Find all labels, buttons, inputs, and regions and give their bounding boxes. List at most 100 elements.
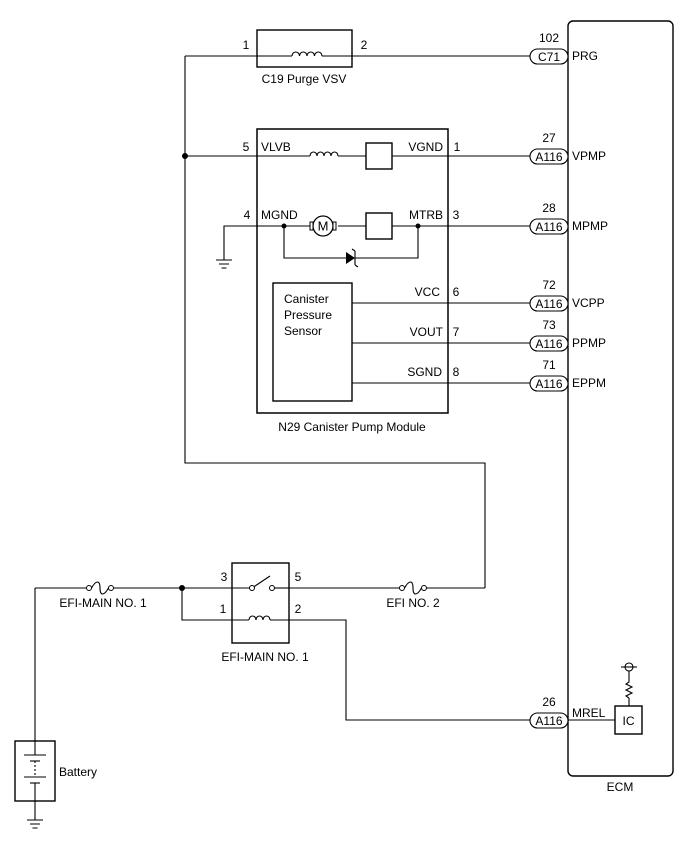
relay-contact bbox=[269, 585, 275, 591]
pump-module-label: N29 Canister Pump Module bbox=[278, 420, 426, 434]
relay-switch-blade bbox=[251, 575, 271, 589]
connector-oval bbox=[529, 375, 569, 392]
fuse-efi-main: EFI-MAIN NO. 1 bbox=[59, 581, 147, 610]
sensor-label-line2: Pressure bbox=[284, 308, 332, 322]
connector-code: A116 bbox=[535, 337, 562, 351]
connector-oval bbox=[529, 712, 569, 729]
pin-name: SGND bbox=[407, 365, 442, 379]
ecm-terminal-prg: C71 102 PRG bbox=[529, 31, 598, 65]
pin-name: VLVB bbox=[261, 140, 291, 154]
ground-icon bbox=[27, 810, 43, 829]
relay-contact bbox=[249, 585, 255, 591]
terminal-number: 102 bbox=[539, 31, 559, 45]
vsv-pin-2: 2 bbox=[361, 38, 368, 52]
terminal-number: 26 bbox=[542, 695, 556, 709]
fuse-terminal bbox=[399, 585, 405, 591]
terminal-name: VPMP bbox=[572, 149, 606, 163]
relay-label: EFI-MAIN NO. 1 bbox=[221, 650, 309, 664]
connector-code: A116 bbox=[535, 297, 562, 311]
connector-oval bbox=[529, 335, 569, 352]
ground-icon bbox=[216, 259, 232, 269]
fuse-efi-no2: EFI NO. 2 bbox=[386, 581, 440, 610]
pin-name: VGND bbox=[408, 140, 443, 154]
terminal-name: MREL bbox=[572, 706, 606, 720]
terminal-number: 71 bbox=[542, 358, 556, 372]
wires bbox=[34, 55, 634, 745]
purge-vsv-box bbox=[256, 29, 353, 68]
ic-label: IC bbox=[623, 714, 635, 728]
ecm-terminal-vcpp: A116 72 VCPP bbox=[529, 278, 605, 312]
resistor-symbol bbox=[624, 677, 634, 699]
coil-icon bbox=[248, 615, 271, 621]
sensor-label-line3: Sensor bbox=[284, 324, 322, 338]
diode-icon bbox=[346, 252, 355, 264]
ecm-terminal-eppm: A116 71 EPPM bbox=[529, 358, 606, 392]
pin-num: 5 bbox=[243, 140, 250, 154]
junction-dot bbox=[179, 585, 185, 591]
ground-bars bbox=[27, 810, 43, 829]
motor-symbol: M bbox=[318, 219, 329, 234]
relay-pin-2: 2 bbox=[295, 602, 302, 616]
terminal-name: EPPM bbox=[572, 376, 606, 390]
relay-pin-3: 3 bbox=[221, 570, 228, 584]
fuse-terminal bbox=[108, 585, 114, 591]
coil-icon bbox=[291, 51, 323, 57]
sensor-label-line1: Canister bbox=[284, 292, 329, 306]
pin-num: 1 bbox=[454, 140, 461, 154]
purge-vsv: 1 2 C19 Purge VSV bbox=[243, 29, 368, 86]
wire-mrel bbox=[289, 619, 530, 721]
pin-num: 8 bbox=[453, 365, 460, 379]
wire-mgnd bbox=[223, 225, 310, 260]
pin-name: MGND bbox=[261, 208, 298, 222]
wire-diode-right bbox=[355, 226, 419, 259]
junction-dot bbox=[415, 223, 421, 229]
ecm-box bbox=[567, 20, 674, 777]
wire-relay-coil-feed bbox=[181, 588, 232, 621]
efi-main-relay: 3 5 1 2 EFI-MAIN NO. 1 bbox=[220, 562, 309, 664]
canister-pump-module: M Canister Pressure Sensor 5 VLVB 1 VGND… bbox=[243, 128, 461, 434]
connector-code: A116 bbox=[535, 714, 562, 728]
ecm-terminal-vpmp: A116 27 VPMP bbox=[529, 131, 606, 165]
terminal-name: VCPP bbox=[572, 296, 605, 310]
ecm-terminal-mrel: A116 26 MREL bbox=[529, 695, 606, 729]
pin-num: 4 bbox=[244, 208, 251, 222]
terminal-number: 72 bbox=[542, 278, 556, 292]
junction-dot bbox=[281, 223, 287, 229]
zener-bar bbox=[351, 248, 359, 268]
vsv-pin-1: 1 bbox=[243, 38, 250, 52]
terminal-name: MPMP bbox=[572, 219, 608, 233]
pin-num: 6 bbox=[453, 285, 460, 299]
fuse-terminal bbox=[86, 585, 92, 591]
pump-module-box bbox=[256, 128, 449, 414]
purge-vsv-label: C19 Purge VSV bbox=[262, 72, 347, 86]
terminal-number: 28 bbox=[542, 201, 556, 215]
wire-trunk bbox=[184, 56, 486, 588]
connector-code: A116 bbox=[535, 150, 562, 164]
pin-num: 7 bbox=[453, 325, 460, 339]
fuse-icon bbox=[404, 581, 422, 595]
terminal-name: PRG bbox=[572, 49, 598, 63]
pressure-sensor-box bbox=[272, 282, 353, 402]
connector-code: A116 bbox=[535, 377, 562, 391]
junction-dot bbox=[182, 153, 188, 159]
ecm-label: ECM bbox=[607, 780, 634, 794]
fuse-terminal bbox=[421, 585, 427, 591]
coil-icon bbox=[309, 151, 339, 157]
pin-name: VCC bbox=[415, 285, 441, 299]
pin-name: VOUT bbox=[410, 325, 444, 339]
ground-bars bbox=[216, 259, 232, 269]
connector-oval bbox=[529, 295, 569, 312]
terminal-name: PPMP bbox=[572, 336, 606, 350]
motor-switch-box bbox=[365, 212, 393, 240]
fuse-efi-main-label: EFI-MAIN NO. 1 bbox=[59, 596, 147, 610]
terminal-number: 27 bbox=[542, 131, 556, 145]
connector-oval bbox=[529, 48, 569, 65]
ecm-terminal-mpmp: A116 28 MPMP bbox=[529, 201, 608, 235]
junction-dots bbox=[179, 153, 421, 591]
valve-switch-box bbox=[365, 142, 393, 170]
pin-num: 3 bbox=[453, 208, 460, 222]
terminal-number: 73 bbox=[542, 318, 556, 332]
relay-pin-1: 1 bbox=[220, 602, 227, 616]
fuse-efi-no2-label: EFI NO. 2 bbox=[386, 596, 440, 610]
